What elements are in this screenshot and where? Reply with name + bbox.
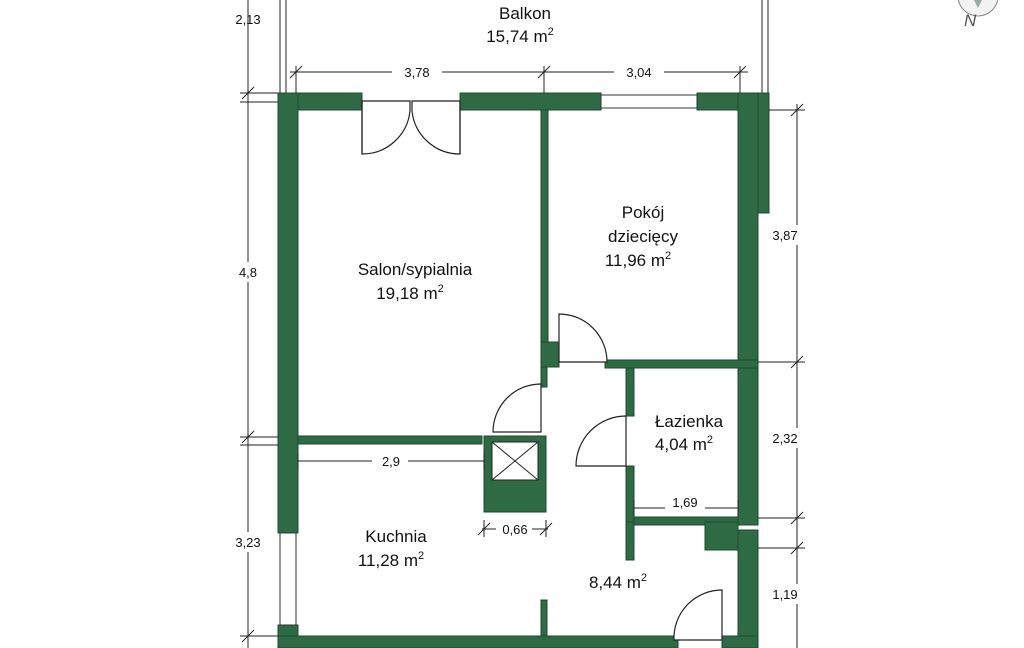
room-pokoj-name-line1: Pokój	[622, 203, 665, 222]
dim-kitchen-width: 2,9	[382, 454, 400, 469]
dimension-labels: 2,13 3,78 3,04 4,8 3,23 3,87 2,32 1,19 2…	[230, 12, 816, 604]
room-pokoj: Pokój dziecięcy 11,96 m2	[605, 203, 679, 270]
dim-left-upper: 4,8	[239, 265, 257, 280]
dim-top-left: 3,78	[404, 65, 429, 80]
room-hall-area: 8,44 m	[589, 573, 641, 592]
svg-text:11,28 m2: 11,28 m2	[358, 550, 424, 570]
dim-right-upper: 3,87	[772, 228, 797, 243]
compass-needle-icon	[974, 0, 982, 8]
dim-left-lower: 3,23	[235, 535, 260, 550]
dim-shaft-width: 0,66	[502, 522, 527, 537]
room-lazienka: Łazienka 4,04 m2	[655, 412, 724, 454]
room-salon-sup: 2	[438, 283, 444, 295]
room-pokoj-area: 11,96 m	[605, 251, 665, 270]
window-pokoj	[600, 94, 698, 109]
compass-label: N	[964, 11, 977, 30]
room-lazienka-sup: 2	[707, 434, 713, 446]
window-kuchnia	[279, 532, 297, 626]
room-kuchnia: Kuchnia 11,28 m2	[358, 527, 427, 570]
room-balkon-sup: 2	[548, 26, 554, 38]
room-kuchnia-sup: 2	[418, 550, 424, 562]
room-balkon-name: Balkon	[499, 4, 551, 23]
room-kuchnia-area: 11,28 m	[358, 551, 418, 570]
room-lazienka-area: 4,04 m	[655, 435, 707, 454]
salon-door	[492, 383, 542, 433]
balcony-door	[361, 100, 461, 155]
dim-right-middle: 2,32	[772, 431, 797, 446]
room-pokoj-sup: 2	[665, 250, 671, 262]
bathroom-door	[575, 415, 627, 467]
dim-top-right: 3,04	[626, 65, 651, 80]
dim-right-lower: 1,19	[772, 587, 797, 602]
svg-text:11,96 m2: 11,96 m2	[605, 250, 671, 270]
room-hall: 8,44 m2	[589, 572, 647, 592]
room-salon-name: Salon/sypialnia	[358, 260, 473, 279]
room-labels: Balkon 15,74 m2 Salon/sypialnia 19,18 m2…	[358, 4, 724, 592]
pokoj-door	[558, 313, 608, 363]
walls	[277, 92, 770, 648]
svg-text:4,04 m2: 4,04 m2	[655, 434, 713, 454]
room-kuchnia-name: Kuchnia	[365, 527, 427, 546]
ventilation-shaft	[491, 441, 539, 481]
svg-text:19,18 m2: 19,18 m2	[376, 283, 444, 303]
compass: N	[957, 0, 999, 30]
room-salon-area: 19,18 m	[376, 284, 437, 303]
room-salon: Salon/sypialnia 19,18 m2	[358, 260, 473, 303]
room-pokoj-name-line2: dziecięcy	[608, 227, 678, 246]
balcony	[279, 0, 769, 93]
dimension-lines	[240, 0, 805, 648]
entrance-door	[673, 589, 723, 641]
svg-text:8,44 m2: 8,44 m2	[589, 572, 647, 592]
room-balkon: Balkon 15,74 m2	[486, 4, 554, 46]
windows	[279, 94, 698, 626]
doors	[361, 100, 723, 641]
room-hall-sup: 2	[641, 572, 647, 584]
room-balkon-area: 15,74 m	[486, 27, 547, 46]
dim-bath-width: 1,69	[672, 495, 697, 510]
svg-text:15,74 m2: 15,74 m2	[486, 26, 554, 46]
dim-balkon-depth: 2,13	[235, 12, 260, 27]
room-lazienka-name: Łazienka	[655, 412, 724, 431]
